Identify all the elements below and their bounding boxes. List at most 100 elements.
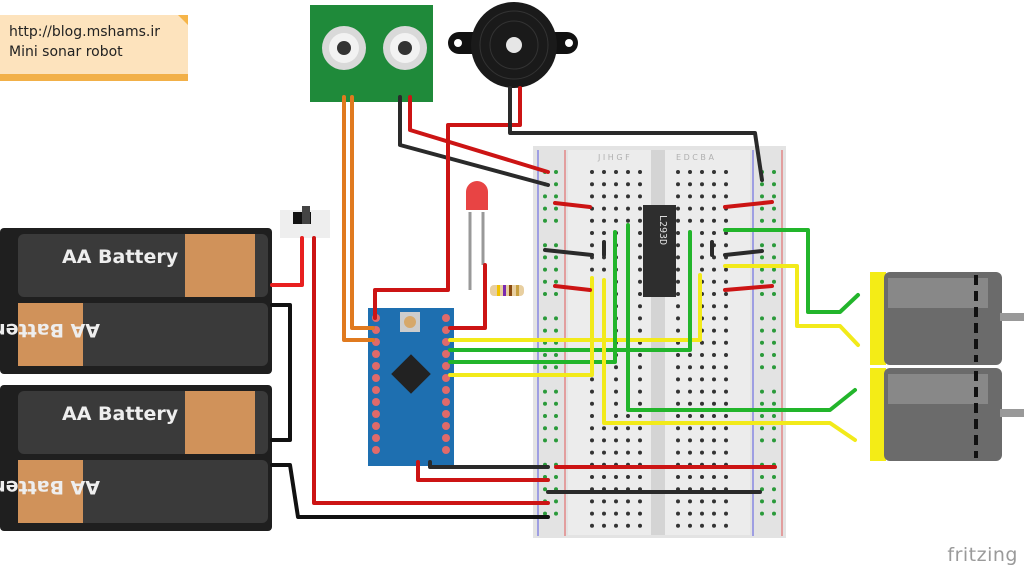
breadboard-hole	[772, 218, 776, 223]
breadboard-hole	[700, 206, 704, 211]
wire-red	[553, 201, 592, 209]
breadboard-hole	[688, 353, 692, 357]
breadboard-hole	[626, 438, 630, 443]
breadboard-hole	[772, 353, 776, 357]
breadboard-hole	[688, 511, 692, 516]
breadboard-hole	[700, 438, 704, 443]
breadboard-hole	[700, 426, 704, 431]
breadboard-hole	[638, 450, 642, 455]
breadboard-hole	[638, 426, 642, 431]
breadboard-hole	[700, 255, 704, 260]
breadboard-hole	[638, 218, 642, 223]
breadboard-hole	[676, 255, 680, 260]
breadboard-hole	[772, 487, 776, 492]
breadboard-hole	[614, 170, 618, 174]
arduino-pin	[442, 374, 450, 382]
breadboard-hole	[772, 292, 776, 296]
breadboard-hole	[760, 316, 764, 321]
breadboard-hole	[590, 511, 594, 516]
breadboard-hole	[688, 206, 692, 211]
breadboard-hole	[590, 267, 594, 272]
breadboard-hole	[760, 365, 764, 370]
breadboard-hole	[724, 499, 728, 504]
breadboard-hole	[700, 340, 704, 345]
battery-pack-1: AA Battery AA Battery	[0, 228, 272, 374]
arduino-pin	[442, 362, 450, 370]
breadboard-hole	[638, 170, 642, 174]
breadboard-hole	[700, 170, 704, 174]
breadboard-hole	[626, 170, 630, 174]
breadboard-hole	[688, 365, 692, 370]
bb-letters-right: E D C B A	[676, 153, 714, 162]
breadboard-hole	[676, 170, 680, 174]
breadboard-hole	[638, 377, 642, 382]
breadboard-hole	[688, 523, 692, 528]
breadboard-hole	[724, 218, 728, 223]
wire-yellow	[602, 278, 857, 442]
breadboard-hole	[602, 450, 606, 455]
breadboard-hole	[700, 377, 704, 382]
breadboard-hole	[676, 475, 680, 479]
wire-black	[270, 303, 292, 442]
breadboard-hole	[712, 353, 716, 357]
breadboard-hole	[700, 218, 704, 223]
breadboard-hole	[688, 438, 692, 443]
breadboard-hole	[543, 389, 547, 394]
breadboard-hole	[638, 194, 642, 199]
breadboard-hole	[772, 389, 776, 394]
breadboard-hole	[543, 194, 547, 199]
breadboard-hole	[626, 523, 630, 528]
breadboard-hole	[712, 389, 716, 394]
breadboard-hole	[760, 182, 764, 187]
breadboard-hole	[676, 511, 680, 516]
breadboard-hole	[760, 292, 764, 296]
breadboard-hole	[614, 450, 618, 455]
breadboard-hole	[712, 328, 716, 333]
breadboard-hole	[554, 401, 558, 406]
breadboard-hole	[626, 206, 630, 211]
battery-label: AA Battery	[62, 246, 179, 268]
motor-2	[870, 368, 1024, 461]
breadboard-hole	[724, 279, 728, 284]
breadboard-hole	[602, 194, 606, 199]
breadboard-hole	[712, 511, 716, 516]
breadboard-hole	[602, 523, 606, 528]
breadboard-hole	[712, 304, 716, 309]
breadboard-hole	[590, 401, 594, 406]
wire-black	[508, 86, 764, 182]
breadboard-hole	[638, 475, 642, 479]
breadboard-hole	[638, 438, 642, 443]
wire-yellow	[448, 273, 702, 342]
breadboard-hole	[554, 389, 558, 394]
breadboard-hole	[760, 475, 764, 479]
breadboard-hole	[602, 170, 606, 174]
wire-black	[398, 95, 550, 187]
breadboard-hole	[760, 243, 764, 248]
breadboard-hole	[614, 206, 618, 211]
breadboard-hole	[626, 218, 630, 223]
breadboard-hole	[760, 499, 764, 504]
wire-black	[270, 463, 550, 519]
arduino-pin	[372, 374, 380, 382]
breadboard-hole	[760, 267, 764, 272]
breadboard-hole	[700, 414, 704, 418]
breadboard-hole	[688, 426, 692, 431]
breadboard-hole	[590, 450, 594, 455]
breadboard-hole	[676, 304, 680, 309]
breadboard-hole	[772, 475, 776, 479]
breadboard-hole	[543, 316, 547, 321]
breadboard-hole	[772, 438, 776, 443]
annotation-note: http://blog.mshams.ir Mini sonar robot	[0, 15, 188, 81]
breadboard-hole	[724, 401, 728, 406]
breadboard-hole	[554, 279, 558, 284]
breadboard-hole	[554, 328, 558, 333]
breadboard-hole	[590, 389, 594, 394]
breadboard-hole	[638, 523, 642, 528]
breadboard-hole	[700, 231, 704, 235]
breadboard-hole	[676, 450, 680, 455]
battery-pack-2: AA Battery AA Battery	[0, 385, 272, 531]
wire-yellow	[448, 276, 594, 377]
breadboard-hole	[712, 340, 716, 345]
breadboard-hole	[688, 450, 692, 455]
breadboard-hole	[772, 243, 776, 248]
